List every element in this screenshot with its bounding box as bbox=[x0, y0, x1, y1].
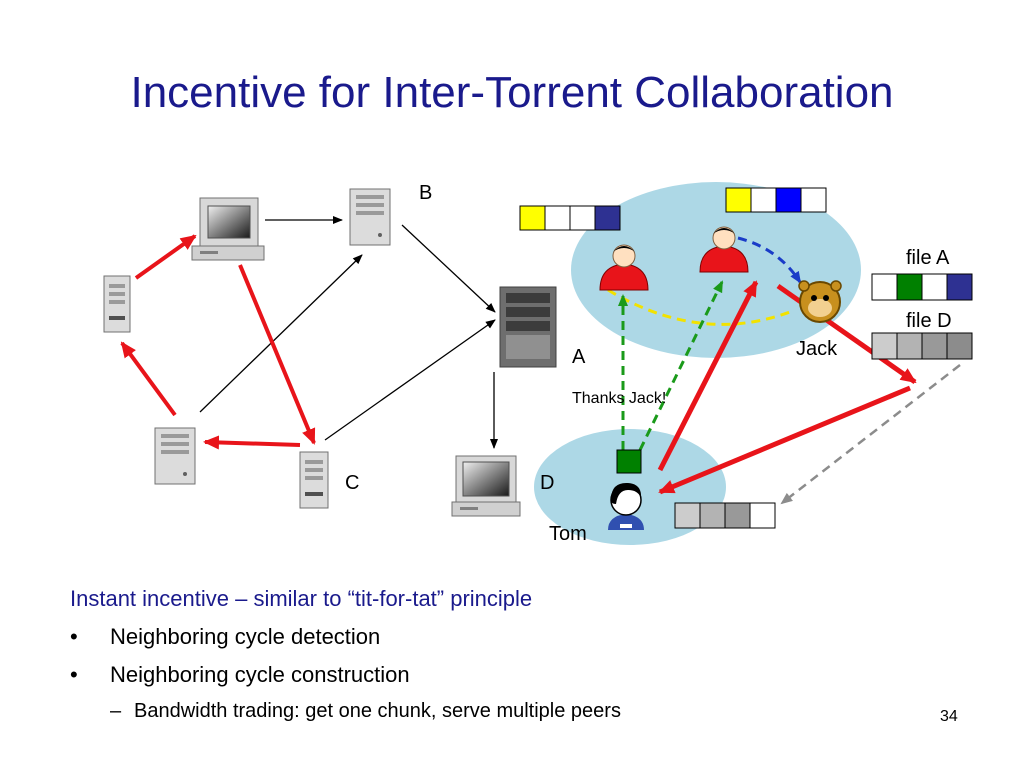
server-icon bbox=[154, 427, 196, 485]
chunk-row-tom bbox=[674, 502, 776, 529]
label-file-a: file A bbox=[906, 247, 950, 269]
label-c: C bbox=[345, 472, 360, 494]
bullet-list: Instant incentive – similar to “tit-for-… bbox=[70, 586, 930, 723]
sub-bullet-dash: – bbox=[110, 700, 122, 722]
red-cycle-arrows bbox=[120, 234, 316, 450]
peer-person-icon bbox=[699, 226, 749, 273]
bullet-lead: Instant incentive – similar to “tit-for-… bbox=[70, 586, 533, 611]
label-jack: Jack bbox=[796, 338, 838, 360]
slide-title: Incentive for Inter-Torrent Collaboratio… bbox=[130, 68, 894, 117]
peer-person-icon bbox=[599, 244, 649, 291]
bullet-dot: • bbox=[70, 624, 78, 649]
dashed-links bbox=[607, 236, 961, 505]
chunk-row-file-d bbox=[871, 332, 973, 360]
sub-bullet-text: Bandwidth trading: get one chunk, serve … bbox=[134, 700, 621, 722]
page-number: 34 bbox=[940, 708, 958, 725]
server-icon bbox=[299, 451, 329, 509]
server-icon bbox=[103, 275, 131, 333]
label-thanks: Thanks Jack! bbox=[572, 390, 667, 407]
bullet-text: Neighboring cycle detection bbox=[110, 624, 381, 649]
label-tom: Tom bbox=[549, 523, 587, 545]
green-chunk bbox=[616, 449, 642, 474]
label-file-d: file D bbox=[906, 310, 952, 332]
sub-bullet-item: – Bandwidth trading: get one chunk, serv… bbox=[70, 700, 930, 723]
label-a: A bbox=[572, 346, 586, 368]
tom-person-icon bbox=[608, 482, 644, 530]
chunk-row-peer-a-right bbox=[725, 187, 827, 213]
server-icon bbox=[349, 188, 391, 246]
label-d: D bbox=[540, 472, 555, 494]
desktop-computer-icon bbox=[191, 197, 265, 261]
jack-character-icon bbox=[798, 280, 842, 323]
desktop-computer-icon bbox=[451, 455, 521, 517]
chunk-row-peer-a-left bbox=[519, 205, 621, 231]
bullet-text: Neighboring cycle construction bbox=[110, 662, 410, 687]
network-links bbox=[199, 216, 498, 449]
chunk-row-file-a bbox=[871, 273, 973, 301]
rack-server-icon bbox=[499, 286, 557, 368]
label-b: B bbox=[419, 182, 433, 204]
bullet-dot: • bbox=[70, 662, 78, 687]
bullet-item: • Neighboring cycle detection bbox=[70, 624, 930, 650]
bullet-item: • Neighboring cycle construction bbox=[70, 662, 930, 688]
